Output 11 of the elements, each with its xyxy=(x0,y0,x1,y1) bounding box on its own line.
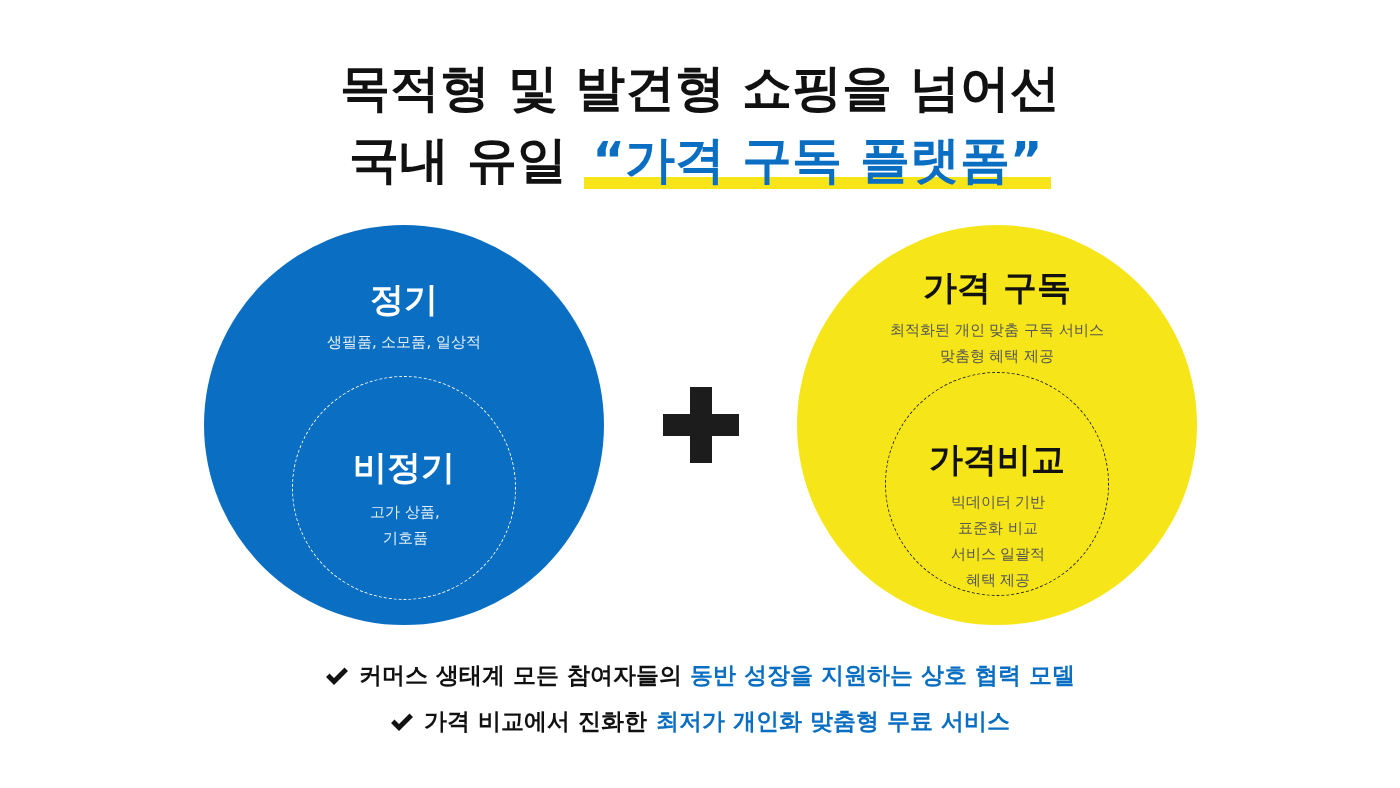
circle-heading: 가격비교 xyxy=(928,438,1066,481)
circle-description: 고가 상품, 기호품 xyxy=(369,502,441,549)
check-item-text: 가격 비교에서 진화한 최저가 개인화 맞춤형 무료 서비스 xyxy=(424,707,1010,736)
circle-description: 빅데이터 기반 표준화 비교 서비스 일괄적 혜택 제공 xyxy=(949,492,1047,591)
check-item-text: 커머스 생태계 모든 참여자들의 동반 성장을 지원하는 상호 협력 모델 xyxy=(358,661,1076,690)
circle-heading: 비정기 xyxy=(352,446,456,489)
title: 목적형 및 발견형 쇼핑을 넘어선 국내 유일 “가격 구독 플랫폼” xyxy=(339,58,1061,191)
circle-description: 생필품, 소모품, 일상적 xyxy=(325,332,483,353)
circle-heading: 가격 구독 xyxy=(922,266,1072,309)
circle-description: 최적화된 개인 맞춤 구독 서비스 맞춤형 혜택 제공 xyxy=(888,320,1106,367)
circle-heading: 정기 xyxy=(369,278,439,321)
